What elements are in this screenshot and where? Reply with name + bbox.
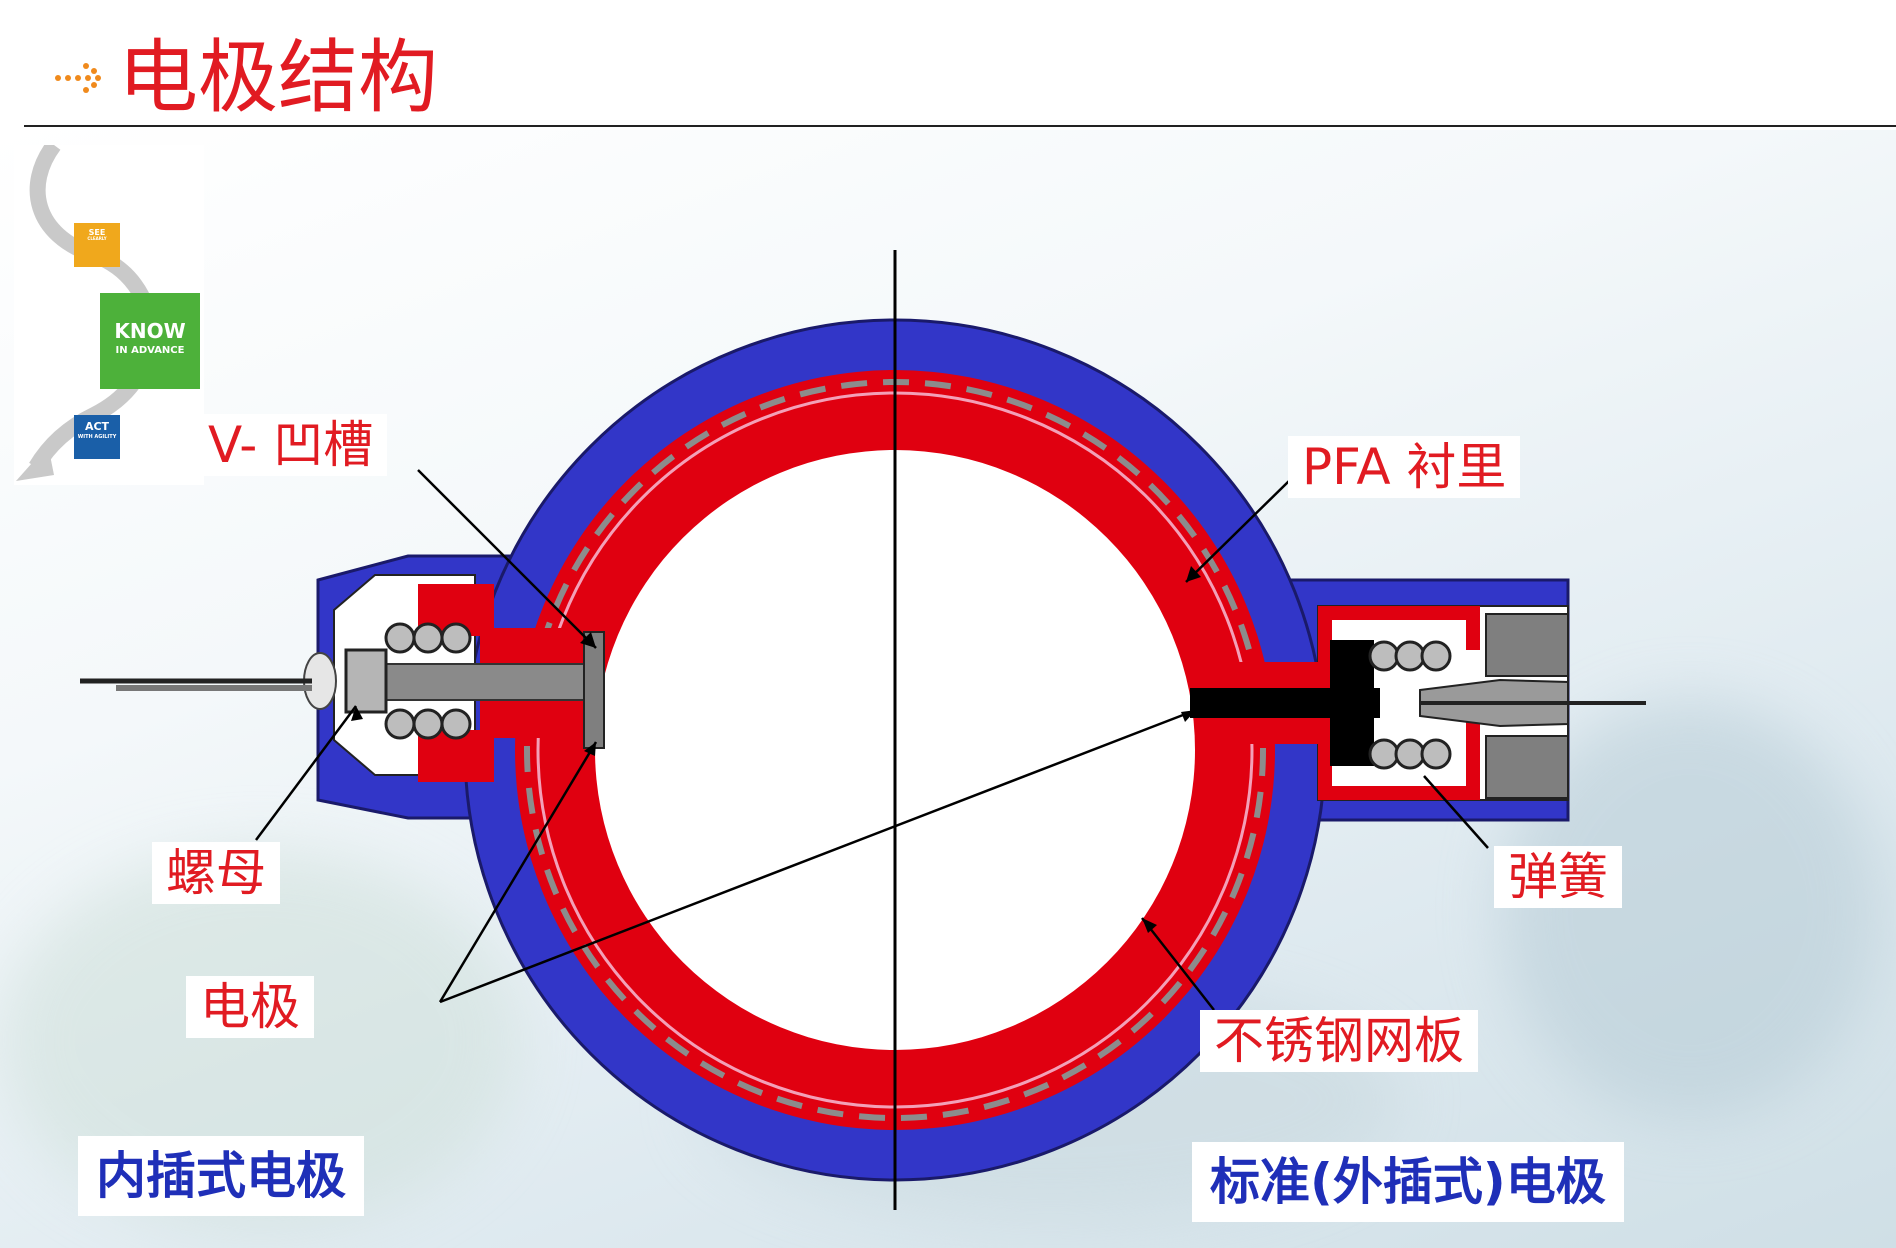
see-badge: SEE CLEARLY bbox=[74, 223, 120, 267]
label-nut: 螺母 bbox=[152, 842, 280, 904]
label-stainless-mesh: 不锈钢网板 bbox=[1200, 1010, 1478, 1072]
see-badge-text: SEE bbox=[88, 228, 106, 237]
know-badge: KNOW IN ADVANCE bbox=[100, 293, 200, 389]
page-title: 电极结构 bbox=[118, 31, 438, 124]
left-electrode-head bbox=[583, 631, 605, 749]
act-badge-subtext: WITH AGILITY bbox=[77, 433, 117, 440]
see-know-act-logo: SEE CLEARLY KNOW IN ADVANCE ACT WITH AGI… bbox=[14, 145, 204, 485]
label-spring: 弹簧 bbox=[1494, 846, 1622, 908]
label-electrode: 电极 bbox=[186, 976, 314, 1038]
right-electrode-tip bbox=[1190, 688, 1380, 718]
leader-lines bbox=[254, 469, 1489, 1011]
right-gray-block-top bbox=[1485, 613, 1569, 677]
act-badge: ACT WITH AGILITY bbox=[74, 415, 120, 459]
leader-v-groove bbox=[417, 469, 597, 649]
label-v-groove: V- 凹槽 bbox=[194, 414, 388, 476]
right-spring bbox=[1368, 640, 1452, 770]
leader-spring bbox=[1423, 775, 1489, 849]
leader-electrode-left bbox=[438, 741, 598, 1003]
label-pfa-lining: PFA 衬里 bbox=[1288, 436, 1521, 498]
leader-nut bbox=[254, 705, 358, 841]
label-standard-electrode: 标准(外插式)电极 bbox=[1192, 1142, 1624, 1222]
know-badge-text: KNOW bbox=[114, 319, 186, 343]
arrow-icon bbox=[55, 63, 101, 93]
leader-pfa bbox=[1185, 479, 1291, 583]
leader-electrode-right bbox=[439, 708, 1197, 1004]
header: 电极结构 bbox=[0, 0, 1896, 130]
act-badge-text: ACT bbox=[84, 420, 110, 433]
leader-mesh bbox=[1141, 917, 1215, 1011]
right-gray-block-bottom bbox=[1485, 735, 1569, 799]
left-spring bbox=[384, 622, 472, 740]
leader-arrowheads bbox=[351, 566, 1201, 933]
label-inner-electrode: 内插式电极 bbox=[78, 1136, 364, 1216]
see-badge-subtext: CLEARLY bbox=[87, 236, 107, 242]
header-divider bbox=[24, 125, 1896, 127]
left-nut bbox=[344, 648, 388, 714]
know-badge-subtext: IN ADVANCE bbox=[115, 345, 185, 356]
